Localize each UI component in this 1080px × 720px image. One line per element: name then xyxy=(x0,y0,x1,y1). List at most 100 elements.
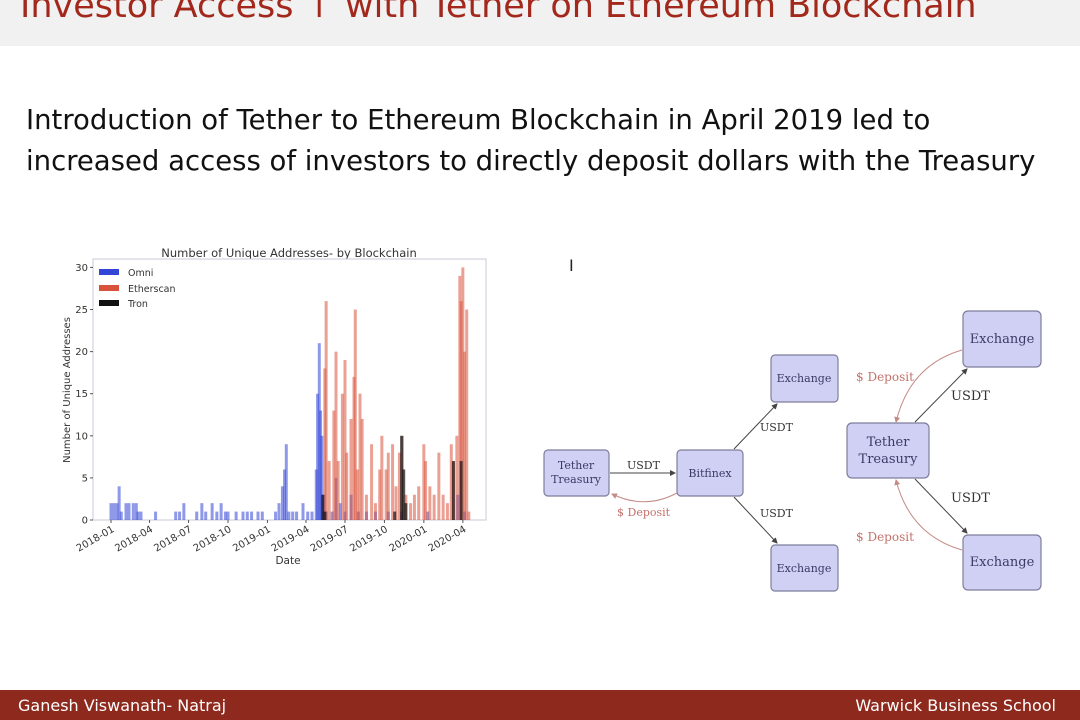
bar-etherscan-16 xyxy=(370,444,374,520)
bar-omni-6 xyxy=(127,503,131,520)
legend-label-omni: Omni xyxy=(128,268,153,279)
bar-omni-44 xyxy=(320,435,324,520)
bar-etherscan-30 xyxy=(422,444,426,520)
bar-omni-35 xyxy=(291,511,295,520)
bar-omni-23 xyxy=(234,511,238,520)
bar-etherscan-19 xyxy=(380,435,384,520)
bar-etherscan-8 xyxy=(345,452,349,520)
bar-omni-7 xyxy=(131,503,135,520)
bar-omni-38 xyxy=(306,511,310,520)
bar-etherscan-5 xyxy=(336,461,340,520)
bar-etherscan-43 xyxy=(463,351,467,520)
arrow-bitfinex-exchange-top xyxy=(733,403,778,450)
bar-etherscan-3 xyxy=(332,410,336,520)
y-tick-label: 20 xyxy=(75,347,88,358)
legend-label-tron: Tron xyxy=(127,299,148,310)
bar-omni-1 xyxy=(112,503,116,520)
y-tick-label: 10 xyxy=(75,431,88,442)
bar-tron-1 xyxy=(323,511,327,520)
arrow-bitfinex-exchange-bottom xyxy=(733,496,778,544)
x-tick-label: 2019-04 xyxy=(270,524,312,554)
x-tick-label: 2018-10 xyxy=(192,524,234,554)
left-exchange-bottom-label: Exchange xyxy=(777,562,832,575)
left-exchange-top-node xyxy=(770,354,839,403)
x-tick-label: 2019-01 xyxy=(231,524,273,554)
arrow-deposit-right-top xyxy=(894,349,963,423)
legend-swatch-tron xyxy=(99,300,119,306)
text-cursor-icon: I xyxy=(569,256,574,275)
y-tick-label: 25 xyxy=(75,305,88,316)
bar-etherscan-27 xyxy=(409,503,413,520)
bar-tron-5 xyxy=(404,503,408,520)
bar-etherscan-20 xyxy=(384,469,388,520)
x-tick-label: 2019-07 xyxy=(309,524,351,554)
bar-etherscan-4 xyxy=(334,351,338,520)
bar-omni-11 xyxy=(154,511,158,520)
bar-omni-19 xyxy=(215,511,219,520)
deposit-label-right-bottom: $ Deposit xyxy=(856,530,914,544)
bar-etherscan-33 xyxy=(432,494,436,520)
bar-etherscan-9 xyxy=(349,418,353,520)
arrow-deposit-left xyxy=(611,492,678,503)
bar-omni-30 xyxy=(277,503,281,520)
bar-etherscan-12 xyxy=(355,469,359,520)
bar-etherscan-1 xyxy=(324,301,328,520)
bar-omni-10 xyxy=(139,511,143,520)
bitfinex-node xyxy=(676,449,744,497)
bar-etherscan-14 xyxy=(360,418,364,520)
legend-swatch-omni xyxy=(99,269,119,275)
left-treasury-label-1: Tether xyxy=(558,459,595,472)
x-tick-label: 2018-07 xyxy=(152,524,194,554)
x-tick-label: 2018-01 xyxy=(75,524,117,554)
bar-omni-20 xyxy=(219,503,223,520)
arrow-right-treasury-exchange-bottom xyxy=(914,478,968,534)
bar-omni-14 xyxy=(182,503,186,520)
chart-legend: Omni Etherscan Tron xyxy=(97,263,187,315)
left-exchange-top-label: Exchange xyxy=(777,372,832,385)
bar-omni-47 xyxy=(330,511,334,520)
bar-omni-9 xyxy=(136,511,140,520)
bar-tron-0 xyxy=(321,494,325,520)
bar-omni-29 xyxy=(274,511,278,520)
bar-omni-4 xyxy=(119,511,123,520)
bar-omni-26 xyxy=(250,511,254,520)
bar-omni-49 xyxy=(338,503,342,520)
y-tick-label: 0 xyxy=(82,516,88,527)
bar-omni-25 xyxy=(245,511,249,520)
deposit-label-right-top: $ Deposit xyxy=(856,370,914,384)
bar-etherscan-7 xyxy=(343,360,347,520)
bar-omni-16 xyxy=(200,503,204,520)
bar-omni-36 xyxy=(295,511,299,520)
bar-omni-13 xyxy=(178,511,182,520)
bar-omni-12 xyxy=(174,511,178,520)
bar-etherscan-31 xyxy=(424,461,428,520)
slide-title-bar: Investor Access ↑ with Tether on Ethereu… xyxy=(0,0,1080,46)
bar-etherscan-35 xyxy=(441,494,445,520)
right-exchange-bottom-label: Exchange xyxy=(970,555,1035,570)
bar-etherscan-15 xyxy=(364,494,368,520)
usdt-label-treasury-bitfinex: USDT xyxy=(627,459,661,472)
bar-etherscan-2 xyxy=(327,461,331,520)
bar-etherscan-11 xyxy=(353,309,357,520)
usdt-label-right-top: USDT xyxy=(951,389,990,404)
bar-etherscan-41 xyxy=(459,301,463,520)
bar-omni-8 xyxy=(134,503,138,520)
deposit-label-left: $ Deposit xyxy=(617,506,671,519)
bar-etherscan-13 xyxy=(358,393,362,520)
legend-label-etherscan: Etherscan xyxy=(128,284,176,295)
y-tick-label: 5 xyxy=(82,473,88,484)
bar-omni-17 xyxy=(204,511,208,520)
bar-etherscan-22 xyxy=(391,444,395,520)
bar-etherscan-18 xyxy=(378,469,382,520)
x-tick-label: 2019-10 xyxy=(348,524,390,554)
slide-footer: Ganesh Viswanath- Natraj Warwick Busines… xyxy=(0,690,1080,720)
bar-tron-6 xyxy=(451,461,455,520)
right-exchange-top-label: Exchange xyxy=(970,332,1035,347)
bar-etherscan-45 xyxy=(467,511,471,520)
right-treasury-node xyxy=(846,422,930,479)
y-axis-label: Number of Unique Addresses xyxy=(62,317,73,463)
right-exchange-top-node xyxy=(962,310,1042,368)
bar-etherscan-21 xyxy=(386,452,390,520)
right-treasury-label-1: Tether xyxy=(867,435,911,450)
